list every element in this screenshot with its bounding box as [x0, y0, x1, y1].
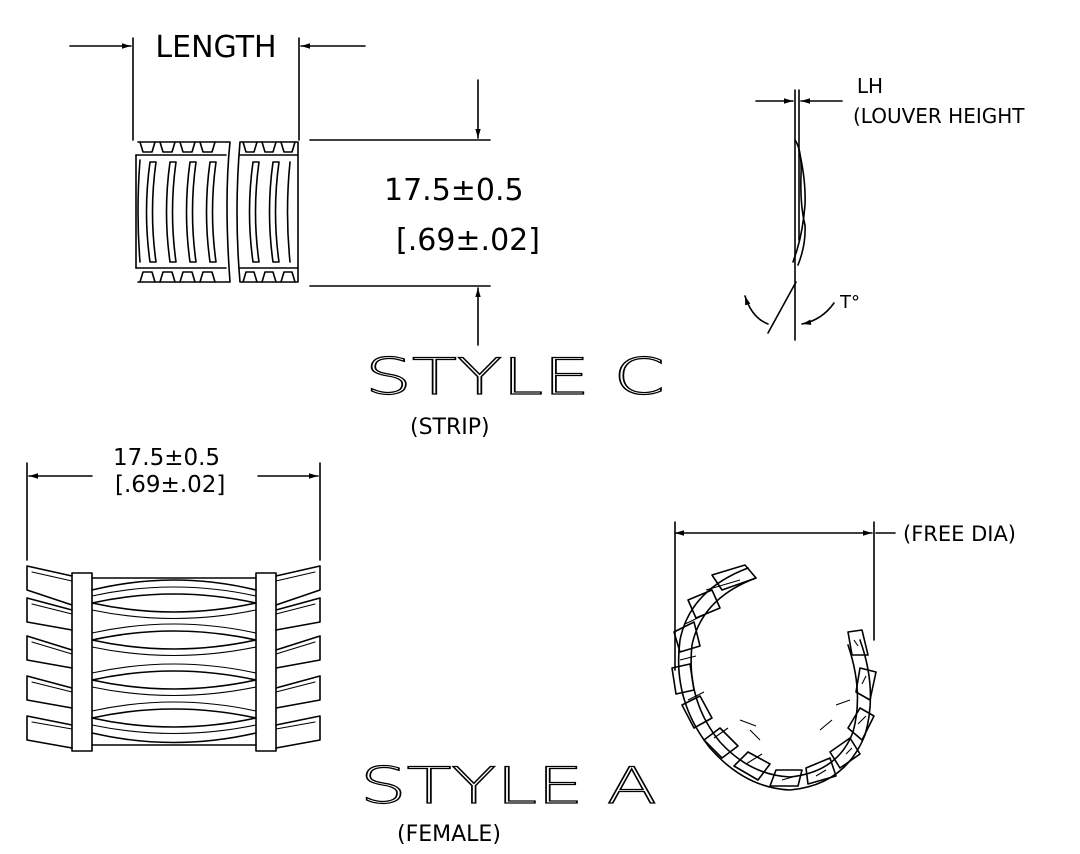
style-c-title: STYLE C: [365, 348, 665, 406]
style-a-title: STYLE A: [360, 757, 657, 815]
style-a-female-part: [26, 565, 321, 752]
louver-profile: LH (LOUVER HEIGHT T°: [744, 74, 1025, 341]
style-a-subtitle: (FEMALE): [397, 822, 501, 847]
style-c-subtitle: (STRIP): [410, 415, 490, 440]
style-a-dim-inch-label: [.69±.02]: [115, 472, 225, 498]
free-dia-label: (FREE DIA): [903, 522, 1016, 546]
style-a-width-dimension: 17.5±0.5 [.69±.02]: [26, 445, 321, 561]
style-c-height-dimension: 17.5±0.5 [.69±.02]: [309, 79, 540, 346]
style-c-strip-part: [135, 141, 299, 283]
length-label: LENGTH: [155, 30, 276, 65]
louver-height-label: (LOUVER HEIGHT: [853, 104, 1025, 128]
style-c-dim-inch-label: [.69±.02]: [396, 223, 540, 258]
style-a-dim-label: 17.5±0.5: [113, 445, 220, 471]
lh-label: LH: [857, 74, 883, 98]
style-a-end-view-ring: [671, 564, 877, 791]
style-c-dim-label: 17.5±0.5: [384, 173, 524, 208]
t-angle-label: T°: [839, 292, 860, 313]
length-dimension: LENGTH: [69, 30, 366, 141]
free-diameter-dimension: (FREE DIA): [674, 521, 1016, 671]
